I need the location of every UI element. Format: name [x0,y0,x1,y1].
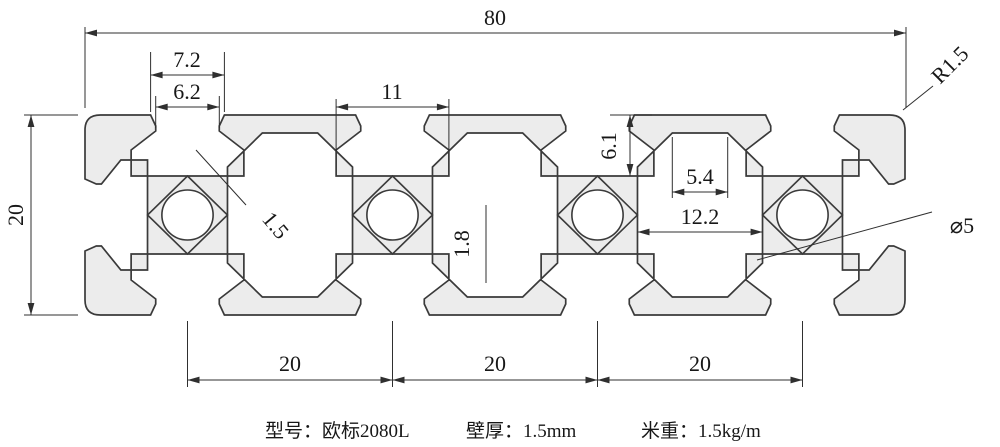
dim-hole-pitch: 20 20 20 [187,321,803,387]
dim-label-6-1: 6.1 [596,132,621,160]
center-hole-2 [367,190,418,240]
dim-label-1-5: 1.5 [257,207,294,244]
dim-slot-chamfer: 7.2 [150,47,225,112]
dim-overall-width: 80 [84,5,907,108]
dim-label-5-4: 5.4 [686,164,714,189]
dim-label-pitch-2: 20 [484,351,506,376]
dim-hole-diameter: ⌀5 [756,211,974,261]
spec-weight: 米重：1.5kg/m [641,420,761,442]
dim-label-1-8: 1.8 [449,230,474,258]
dim-label-d5: ⌀5 [950,213,974,238]
extrusion-cross-section [85,115,905,315]
dim-slot-cavity: 11 [335,79,450,152]
profile-outline [85,115,905,315]
dim-corner-radius: R1.5 [902,41,974,111]
dim-cavity-top: 5.4 [671,137,729,198]
dim-label-7-2: 7.2 [173,47,201,72]
center-hole-1 [162,190,213,240]
dim-label-pitch-1: 20 [279,351,301,376]
dim-overall-height: 20 [3,114,78,316]
dim-center-wall: 1.8 [449,205,487,283]
dim-slot-opening: 6.2 [155,79,220,128]
dim-label-20-height: 20 [3,204,28,226]
dim-label-r1-5: R1.5 [926,41,974,89]
dim-slot-depth: 6.1 [596,114,652,176]
center-hole-3 [572,190,623,240]
dim-label-11: 11 [381,79,402,104]
dim-label-12-2: 12.2 [681,204,720,229]
web-outline [148,176,843,254]
dim-label-80: 80 [484,5,506,30]
dim-cavity-width: 12.2 [637,204,763,236]
spec-model: 型号：欧标2080L [265,420,410,442]
spec-wall-thickness: 壁厚：1.5mm [466,420,577,442]
spec-footer: 型号：欧标2080L 壁厚：1.5mm 米重：1.5kg/m [265,420,761,442]
dim-label-pitch-3: 20 [689,351,711,376]
dim-label-6-2: 6.2 [173,79,201,104]
center-hole-4 [777,190,828,240]
